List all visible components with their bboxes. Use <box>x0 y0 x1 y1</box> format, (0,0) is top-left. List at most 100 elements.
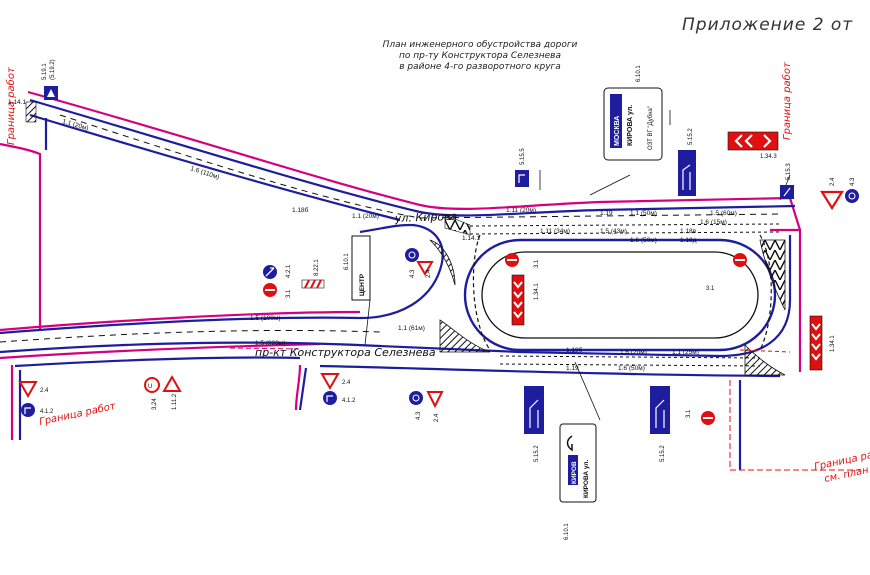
sign-code: 2.4 <box>434 413 440 422</box>
sign-code: 5.15.5 <box>520 148 526 165</box>
yield-sign-center: 2.4 <box>416 261 434 278</box>
sign-code: 5.15.2 <box>688 128 694 145</box>
chevron-sign-right: 1.34.1 <box>809 315 836 371</box>
roundabout-sign-bottom: 4.3 <box>409 391 423 420</box>
work-boundary-label-left: Граница работ <box>5 66 17 145</box>
roundabout-sign-top-right: 4.3 <box>845 177 859 203</box>
direction-sign-top: МОСКВА КИРОВА ул. ОЗТ ВГ "Дубна" 6.10.1 <box>603 65 663 161</box>
sign-code: 5.15.3 <box>786 163 792 180</box>
marking-label: 1.14.1 <box>462 235 480 242</box>
sign-code: 5.15.2 <box>534 445 540 462</box>
yield-sign-bottom-left: 2.4 <box>18 381 49 399</box>
marking-label: 1.1 (20м) <box>352 213 379 220</box>
keep-right-sign: 4.2.1 <box>263 264 292 279</box>
plan-title-line-1: План инженерного обустройства дороги <box>382 40 578 50</box>
sign-code: 4.1.2 <box>40 409 54 415</box>
marking-label: 1.1 (50м) <box>630 210 657 217</box>
plan-title: План инженерного обустройства дороги по … <box>380 40 580 73</box>
marking-label: 1.19 <box>600 210 613 217</box>
marking-label: 1.14.1 <box>8 99 26 106</box>
lane-sign-5-15-2-bottom-left: 5.15.2 <box>524 386 544 462</box>
marking-label: 1.19 <box>566 365 579 372</box>
roundabout-sign-center: 4.3 <box>405 248 419 278</box>
plan-title-line-3: в районе 4-го разворотного круга <box>399 62 561 72</box>
sign-text-kirova: КИРОВА ул. <box>627 105 634 146</box>
sign-code: 1.34.3 <box>760 154 777 160</box>
no-entry-sign-right-island: 3.1 <box>706 253 747 292</box>
sign-code: 4.2.1 <box>286 264 292 278</box>
hazard-board-8-22-1: 8.22.1 <box>301 259 325 289</box>
direction-sign-4-1-2-mid: 4.1.2 <box>323 391 356 405</box>
sign-text-kirov: КИРОВ <box>571 461 578 484</box>
sign-code: 5.15.2 <box>660 445 666 462</box>
marking-label: 1.6 (15м) <box>700 219 727 226</box>
sign-code: 2.4 <box>426 269 432 278</box>
yield-sign-top-right: 2.4 <box>820 177 844 211</box>
sign-code: 5.19.1 <box>42 63 48 80</box>
yield-sign-bottom-mid: 2.4 <box>320 373 351 391</box>
chevron-sign-1-34-3: 1.34.3 <box>727 131 779 160</box>
sign-code: 2.4 <box>342 380 351 386</box>
marking-label: 1.6 (50м) <box>630 237 657 244</box>
appendix-title: Приложение 2 от <box>682 15 854 35</box>
sign-code: 8.22.1 <box>314 259 320 276</box>
crosswalk-sign: 5.19.1 (5.19.2) <box>42 59 58 100</box>
marking-label: 1.18б <box>566 346 583 354</box>
sign-text-center: ЦЕНТР <box>359 273 366 296</box>
marking-label: 1.11 (34м) <box>540 228 570 235</box>
lane-markings <box>0 114 791 367</box>
marking-label: 1.1 (25м) <box>672 349 699 356</box>
marking-label: 1.5 (43м) <box>600 228 627 235</box>
lane-sign-5-15-3: 5.15.3 <box>780 163 794 199</box>
direction-sign-4-1-2-left: 4.1.2 <box>21 403 54 417</box>
street-name-kirova: ул. Кирова <box>394 210 458 225</box>
sign-code: 1.34.1 <box>830 335 836 352</box>
lane-sign-5-15-5: 5.15.5 <box>515 148 529 187</box>
sign-code: 6.10.1 <box>344 253 350 270</box>
no-entry-sign-island: 3.1 <box>505 253 540 268</box>
road-edges <box>0 98 796 470</box>
marking-label: 1.18в <box>680 228 697 235</box>
sign-code: 6.10.1 <box>636 65 642 82</box>
direction-sign-bottom: КИРОВ КИРОВА ул. 6.10.1 <box>559 423 597 540</box>
hatched-islands <box>429 214 786 376</box>
crosswalk-marking <box>25 101 37 123</box>
marking-label: 1.11 (20м) <box>506 207 536 214</box>
sign-code: 1.11.2 <box>172 393 178 410</box>
sign-code: 2.4 <box>830 177 836 186</box>
sign-text-ozt: ОЗТ ВГ "Дубна" <box>648 106 654 150</box>
marking-label: 1.5 (223м) <box>255 340 286 347</box>
sign-text-kirova-bottom: КИРОВА ул. <box>583 460 590 498</box>
no-u-turn-sign: U 3.24 <box>144 377 160 410</box>
sign-code: 3.1 <box>286 289 292 298</box>
sign-code: 4.3 <box>416 411 422 420</box>
no-entry-sign-left: 3.1 <box>263 283 292 298</box>
work-boundary-lines <box>0 90 802 440</box>
sign-code: 3.1 <box>686 409 692 418</box>
svg-text:U: U <box>148 384 152 390</box>
plan-title-line-2: по пр-ту Конструктора Селезнева <box>399 51 561 61</box>
marking-label: 1.18д <box>680 237 697 244</box>
warning-sign-1-11-2: 1.11.2 <box>162 374 182 410</box>
sign-text-moscow: МОСКВА <box>614 116 621 146</box>
sign-code: 2.4 <box>40 388 49 394</box>
direction-sign-center: ЦЕНТР 6.10.1 <box>344 235 371 301</box>
roundabout-island <box>463 234 777 352</box>
lane-sign-5-15-2-bottom-right: 5.15.2 <box>650 386 670 462</box>
no-entry-sign-bottom-right: 3.1 <box>686 409 715 425</box>
sign-code: 4.1.2 <box>342 398 356 404</box>
lane-sign-5-15-2-top: 5.15.2 <box>678 128 696 196</box>
sign-code: 3.24 <box>152 398 158 410</box>
sign-code: 1.34.1 <box>534 283 540 300</box>
marking-label: 1.5 (100м) <box>250 315 281 322</box>
marking-label: 1.18б <box>292 206 309 214</box>
sign-code: (5.19.2) <box>50 59 56 80</box>
marking-label: 1.5 (60м) <box>710 210 737 217</box>
sign-code: 6.10.1 <box>564 523 570 540</box>
yield-sign-bottom-center: 2.4 <box>426 391 444 422</box>
chevron-sign-island: 1.34.1 <box>511 274 540 326</box>
sign-code: 3.1 <box>534 259 540 268</box>
sign-code: 3.1 <box>706 286 715 292</box>
